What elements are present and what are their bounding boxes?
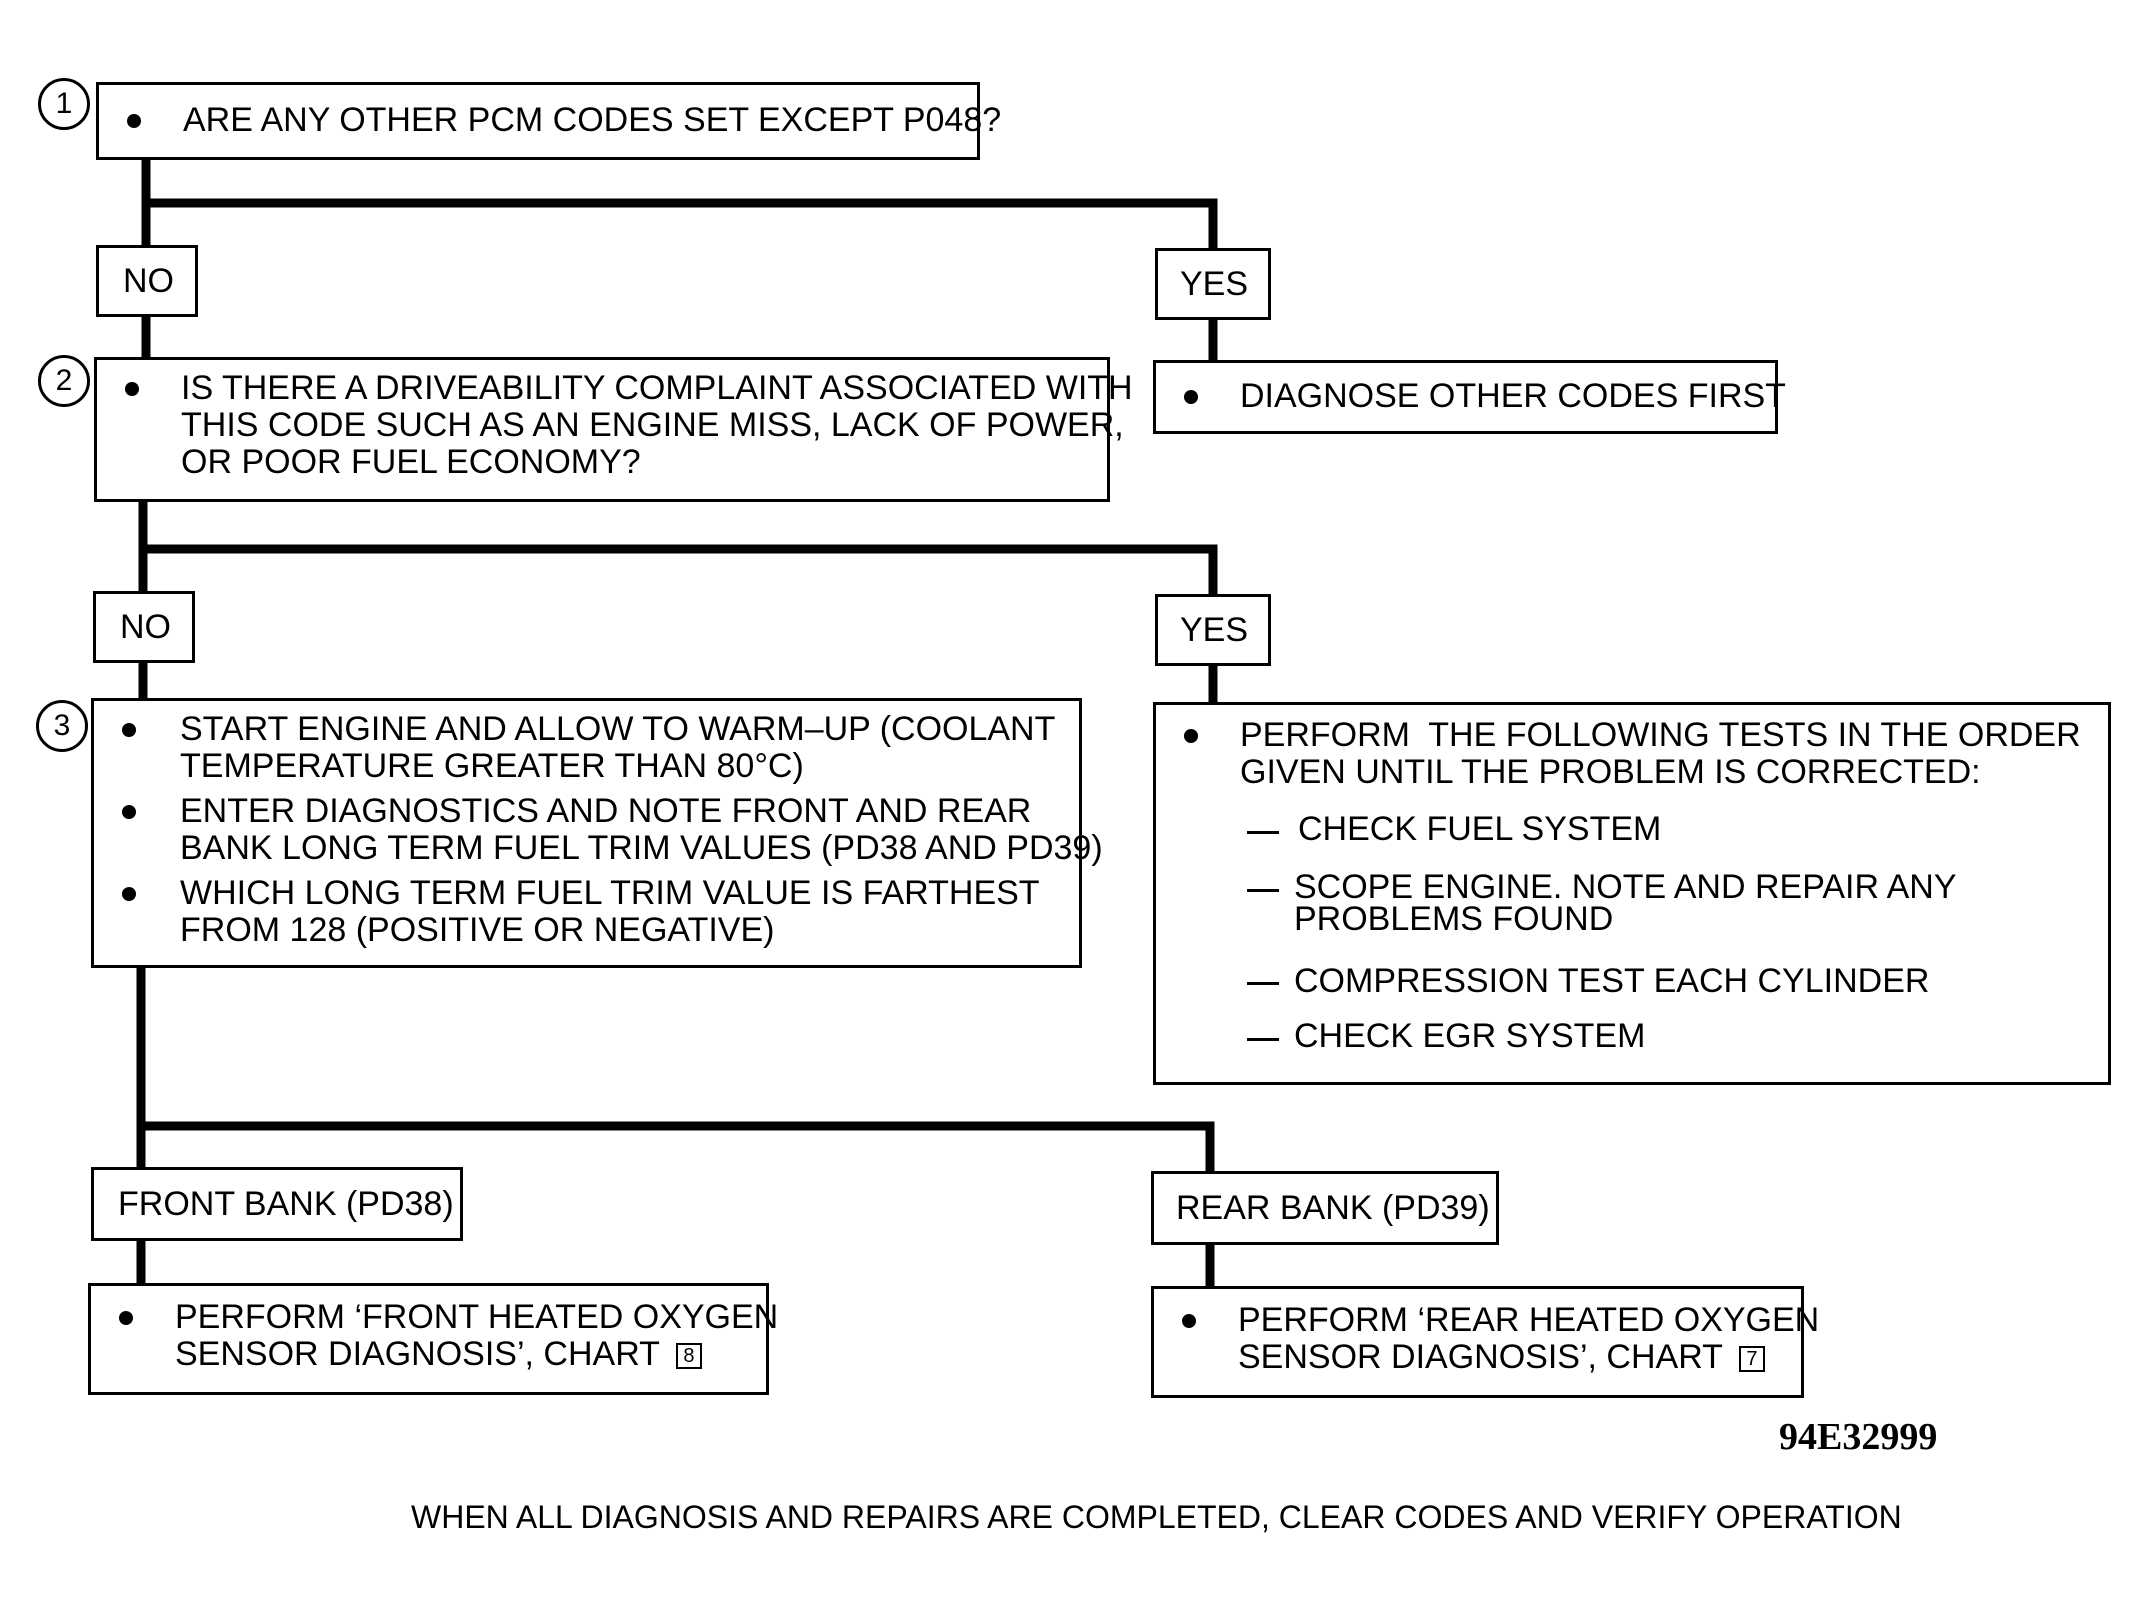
step-number-3: 3	[36, 700, 88, 752]
bullet	[122, 805, 136, 819]
step2-yes-connector	[138, 544, 1218, 712]
rear-chart-line-1: PERFORM ‘REAR HEATED OXYGEN	[1238, 1301, 1820, 1339]
step2-no-label: NO	[120, 608, 171, 646]
step2-yes-label-box: YES	[1155, 594, 1271, 666]
bullet	[1184, 729, 1198, 743]
rear-bank-label: REAR BANK (PD39)	[1176, 1189, 1490, 1227]
dash	[1247, 831, 1279, 834]
diagnose-other-codes-box: DIAGNOSE OTHER CODES FIRST	[1153, 360, 1786, 434]
diagnose-other-codes-text: DIAGNOSE OTHER CODES FIRST	[1240, 377, 1786, 415]
test-2-line-2: PROBLEMS FOUND	[1294, 900, 1614, 938]
step1-yes-connector	[141, 198, 1218, 367]
rear-chart-line-2: SENSOR DIAGNOSIS’, CHART	[1238, 1338, 1723, 1376]
step2-question-box: IS THERE A DRIVEABILITY COMPLAINT ASSOCI…	[94, 357, 1133, 502]
bullet	[1184, 390, 1198, 404]
bullet	[122, 887, 136, 901]
step3-bullet1-line2: TEMPERATURE GREATER THAN 80°C)	[180, 747, 804, 785]
rear-chart-line-2-wrap: SENSOR DIAGNOSIS’, CHART 7	[1238, 1339, 1765, 1376]
bullet	[122, 723, 136, 737]
step1-question: ARE ANY OTHER PCM CODES SET EXCEPT P048?	[183, 101, 1002, 139]
diagram-id: 94E32999	[1779, 1416, 1938, 1458]
step3-bullet1-line1: START ENGINE AND ALLOW TO WARM–UP (COOLA…	[180, 710, 1056, 748]
front-chart-line-2-wrap: SENSOR DIAGNOSIS’, CHART 8	[175, 1336, 702, 1373]
step1-no-label-box: NO	[96, 245, 198, 317]
perform-tests-box: PERFORM THE FOLLOWING TESTS IN THE ORDER…	[1153, 702, 2111, 1085]
front-chart-line-1: PERFORM ‘FRONT HEATED OXYGEN	[175, 1298, 779, 1336]
front-sensor-diagnosis-box: PERFORM ‘FRONT HEATED OXYGEN SENSOR DIAG…	[88, 1283, 778, 1395]
step3-bullet3-line1: WHICH LONG TERM FUEL TRIM VALUE IS FARTH…	[180, 874, 1040, 912]
step2-question-line-1: IS THERE A DRIVEABILITY COMPLAINT ASSOCI…	[181, 369, 1133, 407]
front-chart-line-2: SENSOR DIAGNOSIS’, CHART	[175, 1335, 660, 1373]
step2-question-line-3: OR POOR FUEL ECONOMY?	[181, 443, 641, 481]
step-number-2: 2	[38, 355, 90, 407]
rear-chart-ref: 7	[1738, 1346, 1765, 1373]
step3-instructions-box: START ENGINE AND ALLOW TO WARM–UP (COOLA…	[91, 698, 1103, 968]
front-bank-label-box: FRONT BANK (PD38)	[91, 1167, 463, 1241]
step-number-1: 1	[38, 78, 90, 130]
test-4-text: CHECK EGR SYSTEM	[1294, 1017, 1646, 1055]
dash	[1247, 889, 1279, 892]
step3-bullet2-line1: ENTER DIAGNOSTICS AND NOTE FRONT AND REA…	[180, 792, 1032, 830]
front-chart-ref: 8	[675, 1343, 702, 1370]
test-3-text: COMPRESSION TEST EACH CYLINDER	[1294, 962, 1930, 1000]
dash	[1247, 1038, 1279, 1041]
step1-yes-label-box: YES	[1155, 248, 1271, 320]
perform-tests-line-1: PERFORM THE FOLLOWING TESTS IN THE ORDER	[1240, 716, 2081, 754]
dash	[1247, 982, 1279, 985]
perform-tests-line-2: GIVEN UNTIL THE PROBLEM IS CORRECTED:	[1240, 753, 1981, 791]
test-1-text: CHECK FUEL SYSTEM	[1298, 810, 1662, 848]
step1-no-label: NO	[123, 262, 174, 300]
step1-yes-label: YES	[1180, 265, 1249, 303]
step3-bullet3-line2: FROM 128 (POSITIVE OR NEGATIVE)	[180, 911, 775, 949]
test-2-line-1: SCOPE ENGINE. NOTE AND REPAIR ANY	[1294, 868, 1957, 906]
front-bank-label: FRONT BANK (PD38)	[118, 1185, 454, 1223]
bullet	[119, 1311, 133, 1325]
step2-yes-label: YES	[1180, 611, 1249, 649]
step3-bullet2-line2: BANK LONG TERM FUEL TRIM VALUES (PD38 AN…	[180, 829, 1103, 867]
bullet	[125, 382, 139, 396]
rear-bank-label-box: REAR BANK (PD39)	[1151, 1171, 1499, 1245]
step2-no-label-box: NO	[93, 591, 195, 663]
step2-question-line-2: THIS CODE SUCH AS AN ENGINE MISS, LACK O…	[181, 406, 1124, 444]
rear-sensor-diagnosis-box: PERFORM ‘REAR HEATED OXYGEN SENSOR DIAGN…	[1151, 1286, 1819, 1398]
bullet	[1182, 1314, 1196, 1328]
footer-instruction: WHEN ALL DIAGNOSIS AND REPAIRS ARE COMPL…	[411, 1499, 1902, 1535]
step1-question-box: ARE ANY OTHER PCM CODES SET EXCEPT P048?	[96, 82, 1001, 160]
bullet	[127, 114, 141, 128]
